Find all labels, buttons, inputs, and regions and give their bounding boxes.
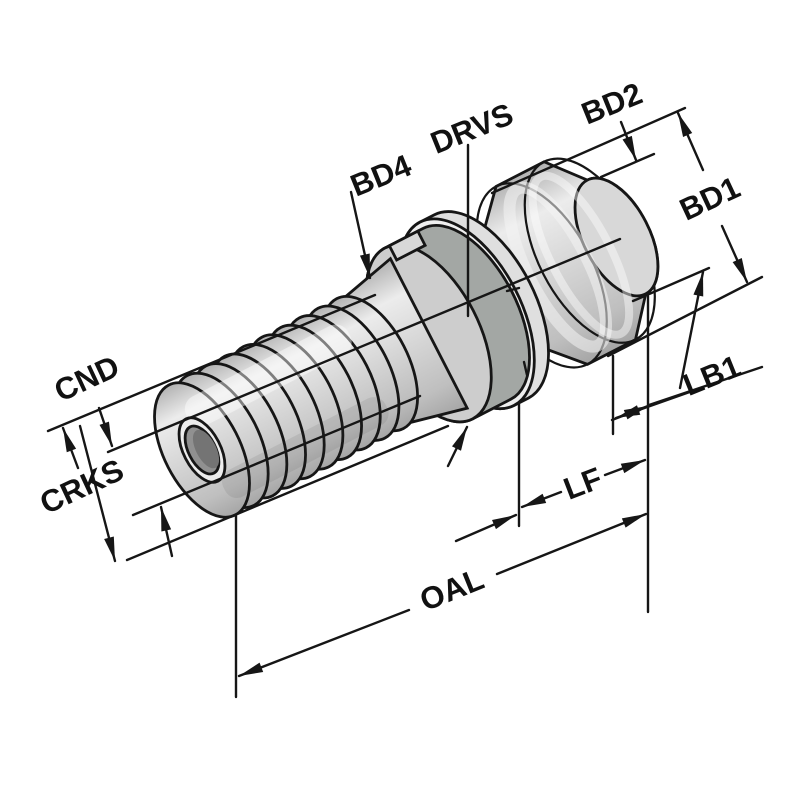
dim-label-bd4: BD4: [346, 147, 417, 203]
arrow-bd1-b: [720, 224, 749, 284]
pull-stud-body: [153, 157, 660, 519]
arrow-cnd-a: [97, 406, 114, 448]
arrow-lf-b: [603, 458, 647, 477]
arrow-lb1-b: [610, 404, 650, 422]
dim-label-oal: OAL: [415, 561, 489, 618]
arrow-lf-outside: [454, 513, 518, 543]
ext-line-bore-top: [106, 237, 622, 454]
dim-label-cnd: CND: [49, 348, 125, 408]
dim-label-bd1: BD1: [674, 170, 745, 228]
arrow-bd2-a: [619, 120, 638, 162]
ext-line-head-top: [490, 106, 687, 195]
dim-label-lf: LF: [559, 460, 607, 506]
arrow-oal-a: [237, 608, 411, 678]
arrow-flange-bottom: [446, 425, 469, 468]
arrow-bd4: [349, 190, 372, 280]
arrow-cnd-b: [61, 426, 80, 470]
dim-label-crks: CRKS: [35, 452, 129, 521]
ext-line-thread-bottom: [125, 424, 450, 562]
ext-line-bore-bottom: [131, 394, 422, 517]
ext-line-cnd-top: [46, 293, 377, 433]
arrow-bd1-a: [676, 111, 705, 172]
coolant-bore: [177, 416, 227, 484]
hidden-edge-dash: [522, 360, 529, 377]
ext-line-endface-top: [599, 152, 656, 179]
dim-label-drvs: DRVS: [426, 96, 518, 161]
dimension-lines: [46, 106, 764, 699]
dim-label-lb1: LB1: [678, 348, 745, 402]
arrow-crks-b: [159, 505, 174, 558]
arrow-lf-a: [520, 490, 563, 509]
hidden-edge-dash: [505, 286, 521, 293]
dim-label-bd2: BD2: [577, 76, 648, 132]
arrow-crks-a: [78, 424, 117, 563]
ext-line-head-bottom: [606, 275, 764, 358]
arrow-oal-b: [495, 512, 648, 576]
flange-flat-notch: [387, 229, 428, 262]
arrow-bd2-b: [678, 270, 705, 390]
